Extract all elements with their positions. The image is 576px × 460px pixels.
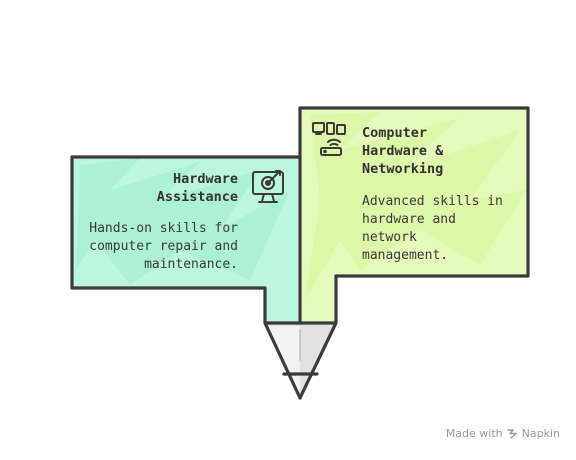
right-title-line: Computer (362, 125, 428, 141)
right-desc-line: management. (362, 248, 449, 263)
left-box-description: Hands-on skills for computer repair and … (63, 220, 238, 274)
devices-network-icon (312, 122, 346, 156)
napkin-logo-icon (506, 429, 517, 439)
left-desc-line: Hands-on skills for (89, 221, 238, 236)
right-box-title: Computer Hardware & Networking (362, 124, 512, 178)
right-desc-line: hardware and (362, 212, 456, 227)
target-monitor-icon (252, 170, 284, 203)
left-desc-line: computer repair and (89, 239, 238, 254)
made-with-label: Made with (445, 427, 503, 440)
left-title-line: Hardware (172, 171, 238, 187)
left-box-fill (72, 157, 298, 322)
left-box-title: Hardware Assistance (118, 170, 238, 206)
made-with-napkin-footer[interactable]: Made with Napkin (446, 427, 560, 440)
napkin-brand-label: Napkin (521, 427, 560, 440)
right-title-line: Hardware & (362, 143, 444, 159)
right-desc-line: Advanced skills in (362, 194, 503, 209)
left-title-line: Assistance (156, 189, 238, 205)
right-desc-line: network (362, 230, 417, 245)
right-box-outline (298, 106, 530, 324)
right-title-line: Networking (362, 161, 444, 177)
left-desc-line: maintenance. (144, 257, 238, 272)
right-box-description: Advanced skills in hardware and network … (362, 193, 512, 265)
pencil-tip (263, 321, 338, 400)
right-box-fill (300, 108, 528, 322)
left-box-outline (70, 155, 300, 324)
